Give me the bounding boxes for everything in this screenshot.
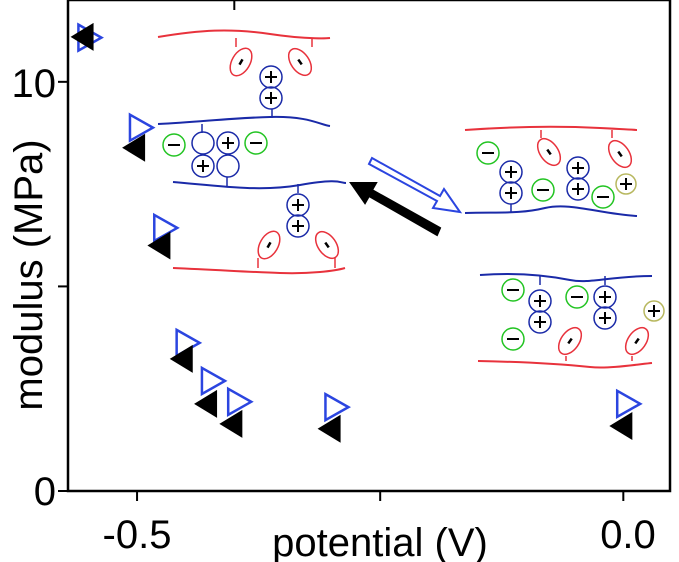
anion-group-icon — [557, 326, 583, 356]
cation-icon — [593, 285, 617, 309]
minus-sign-icon — [546, 148, 552, 156]
cation-icon — [566, 156, 590, 180]
anion-icon — [501, 278, 525, 302]
anion-icon — [565, 285, 589, 309]
polymer-chain-line — [172, 267, 346, 275]
minus-sign-icon — [266, 241, 272, 249]
data-points — [70, 22, 643, 443]
data-point-filled-triangle — [609, 411, 633, 440]
cation-icon — [528, 289, 552, 313]
minus-sign-icon — [297, 58, 303, 66]
cation-empty-icon — [216, 154, 240, 178]
cation-icon — [499, 160, 523, 184]
anion-icon — [244, 131, 268, 155]
anion-icon — [591, 185, 615, 209]
y-tick-label-10: 10 — [12, 62, 57, 106]
schematic-illustration — [157, 29, 665, 369]
data-point-open-triangle — [226, 386, 254, 417]
minus-sign-icon — [617, 150, 623, 158]
anion-icon — [162, 133, 186, 157]
state-arrows — [349, 156, 463, 237]
cation-icon — [643, 300, 665, 322]
cation-icon — [259, 86, 283, 110]
minus-sign-icon — [324, 241, 330, 249]
y-axis-title: modulus (MPa) — [7, 139, 51, 410]
axis-ticks — [58, 0, 625, 501]
minus-sign-icon — [238, 58, 244, 66]
anion-icon — [531, 178, 555, 202]
cation-icon — [191, 154, 215, 178]
cation-icon — [286, 193, 310, 217]
anion-group-icon — [287, 47, 313, 77]
polymer-chain-line — [479, 272, 653, 283]
data-point-filled-triangle — [219, 409, 243, 438]
polymer-chain-line — [157, 29, 331, 40]
polymer-chain-line — [172, 180, 347, 190]
x-tick-label-0-0: 0.0 — [600, 513, 656, 557]
data-point-open-triangle — [128, 112, 156, 143]
polymer-chain-line — [157, 115, 331, 127]
data-point-open-triangle — [200, 365, 228, 397]
polymer-chain-line — [464, 205, 638, 217]
x-axis-title: potential (V) — [272, 521, 488, 562]
x-tick-label-neg-0-5: -0.5 — [103, 513, 172, 557]
cation-icon — [615, 173, 637, 195]
y-tick-label-0: 0 — [34, 470, 56, 514]
data-point-open-triangle — [615, 388, 643, 419]
anion-group-icon — [257, 230, 281, 260]
cation-icon — [259, 65, 283, 89]
data-point-filled-triangle — [147, 231, 171, 260]
anion-group-icon — [229, 47, 253, 77]
data-point-filled-triangle — [194, 389, 218, 418]
anion-group-icon — [314, 230, 340, 260]
data-point-open-triangle — [324, 391, 351, 423]
data-point-filled-triangle — [70, 22, 94, 51]
cation-icon — [528, 310, 552, 334]
data-point-filled-triangle — [317, 414, 341, 443]
cation-icon — [566, 177, 590, 201]
anion-icon — [501, 327, 525, 351]
anion-icon — [476, 141, 500, 165]
polymer-chain-line — [464, 125, 638, 131]
cation-empty-icon — [191, 131, 215, 155]
plot-frame — [66, 0, 672, 493]
cation-icon — [216, 131, 240, 155]
filled-arrow-left-icon — [349, 182, 442, 237]
polymer-chain-line — [477, 360, 653, 369]
minus-sign-icon — [634, 337, 640, 345]
cation-icon — [286, 214, 310, 238]
open-arrow-right-icon — [367, 156, 463, 214]
minus-sign-icon — [567, 337, 573, 345]
anion-group-icon — [536, 137, 562, 167]
cation-icon — [593, 306, 617, 330]
data-point-filled-triangle — [169, 344, 193, 373]
anion-group-icon — [607, 139, 633, 169]
anion-group-icon — [624, 326, 650, 356]
data-point-filled-triangle — [122, 133, 146, 162]
